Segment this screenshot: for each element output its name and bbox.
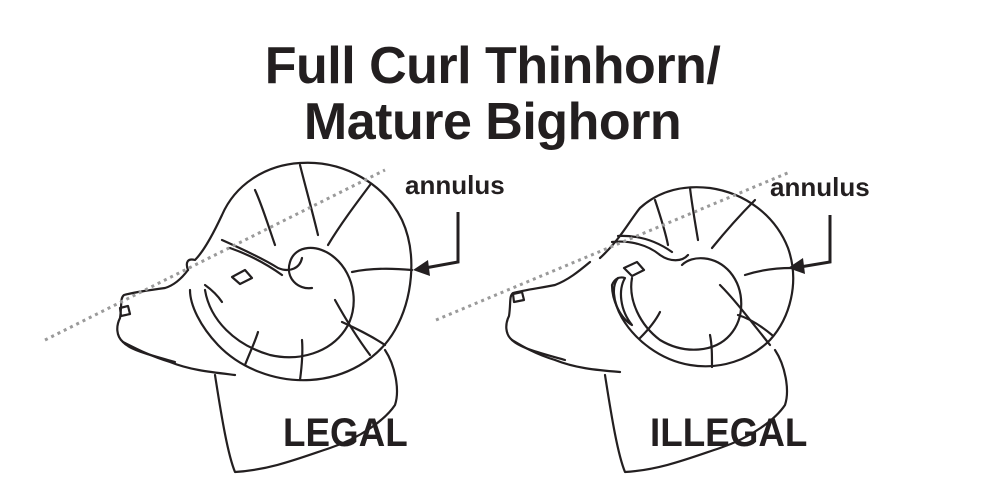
illegal-ram-segment-8 bbox=[718, 283, 772, 347]
illegal-ram-eye bbox=[622, 260, 646, 278]
illegal-ram-horn-tip bbox=[610, 276, 634, 327]
illegal-ram-neck bbox=[603, 348, 789, 474]
legal-ram-eye bbox=[230, 268, 254, 286]
illegal-ram-segment-6 bbox=[708, 333, 714, 369]
legal-ram-segment-5 bbox=[340, 320, 387, 347]
illegal-ram-segment-2 bbox=[688, 186, 700, 242]
illegal-ram-figure bbox=[505, 186, 795, 474]
illegal-annulus-arrow bbox=[799, 215, 832, 269]
legal-ram-nostril bbox=[118, 304, 132, 318]
legal-annulus-arrowhead bbox=[413, 260, 430, 276]
illegal-dotted-sight-line bbox=[435, 170, 791, 322]
legal-ram-horn-inner bbox=[203, 246, 355, 359]
legal-ram-segment-8 bbox=[203, 283, 224, 304]
illegal-ram-jaw bbox=[510, 338, 567, 362]
illegal-ram-horn-outer bbox=[598, 186, 795, 368]
legal-annulus-arrow bbox=[424, 212, 460, 270]
legal-ram-segment-4 bbox=[350, 267, 414, 274]
illegal-ram-segment-3 bbox=[710, 198, 757, 250]
illegal-annulus-label: annulus bbox=[770, 172, 870, 202]
illegal-ram-segment-7 bbox=[638, 310, 662, 340]
legal-ram-horn-base bbox=[220, 238, 304, 272]
legal-ram-segment-9 bbox=[333, 298, 372, 357]
legal-ram-segment-7 bbox=[243, 330, 260, 367]
illegal-ram-segment-1 bbox=[653, 198, 670, 247]
legal-annulus-label: annulus bbox=[405, 170, 505, 200]
legal-ram-head bbox=[116, 268, 237, 377]
legal-ram-horn-outer bbox=[185, 161, 413, 382]
illegal-ram-segment-5 bbox=[736, 313, 774, 337]
legal-dotted-sight-line bbox=[44, 168, 386, 342]
legal-ram-segment-2 bbox=[298, 163, 320, 237]
illegal-annulus-arrowhead bbox=[788, 258, 805, 274]
legal-verdict-label: LEGAL bbox=[283, 411, 408, 455]
illegal-ram-horn-inner bbox=[630, 257, 743, 351]
illegal-ram-nostril bbox=[511, 290, 526, 304]
title-line-2: Mature Bighorn bbox=[303, 93, 682, 151]
illegal-ram-segment-4 bbox=[743, 266, 794, 277]
legal-ram-segment-3 bbox=[326, 183, 372, 247]
illegal-ram-head bbox=[505, 260, 622, 374]
legal-ram-figure bbox=[116, 161, 414, 474]
legal-ram-segment-1 bbox=[253, 188, 277, 247]
legal-ram-horn-ridge bbox=[228, 246, 284, 277]
illegal-verdict-label: ILLEGAL bbox=[650, 411, 808, 455]
legal-ram-jaw bbox=[121, 340, 177, 364]
title-line-1: Full Curl Thinhorn/ bbox=[264, 37, 721, 95]
legal-ram-segment-6 bbox=[298, 338, 304, 382]
legal-ram-neck bbox=[213, 348, 399, 474]
illegal-ram-horn-base bbox=[610, 240, 690, 262]
illegal-ram-horn-ridge bbox=[616, 234, 674, 254]
